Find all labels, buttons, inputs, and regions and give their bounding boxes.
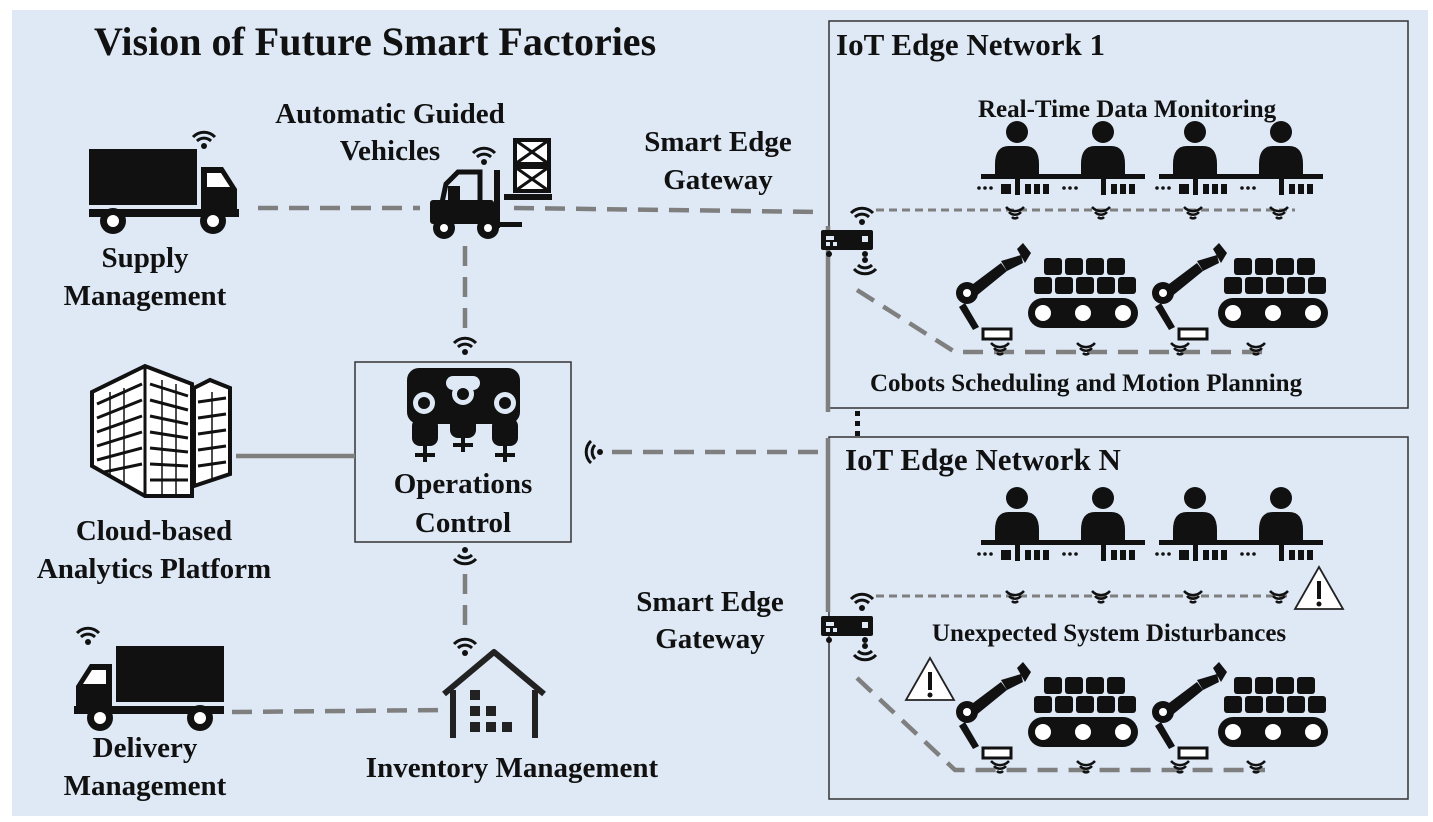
warning-icon bbox=[1294, 566, 1344, 610]
operations-label-line-2: Control bbox=[414, 507, 512, 539]
agv-label-line-2: Vehicles bbox=[339, 135, 441, 167]
edge-network-n-title: IoT Edge Network N bbox=[845, 442, 1121, 477]
delivery-truck-icon bbox=[74, 626, 224, 731]
gateway-top-label-line-1: Smart Edge bbox=[644, 126, 792, 158]
disturbance-label: Unexpected System Disturbances bbox=[932, 620, 1287, 647]
wifi-icon bbox=[452, 336, 478, 357]
cobot-cells-bottom bbox=[954, 660, 1328, 760]
cloud-label-line-2: Analytics Platform bbox=[36, 553, 272, 585]
dashed-connectors bbox=[231, 205, 1265, 773]
monitoring-stations-top bbox=[977, 121, 1323, 195]
delivery-label-line-2: Management bbox=[63, 770, 227, 802]
monitoring-label: Real-Time Data Monitoring bbox=[978, 96, 1277, 123]
wifi-icon bbox=[452, 637, 478, 658]
gateway-top-label-line-2: Gateway bbox=[663, 164, 773, 196]
monitoring-stations-bottom bbox=[977, 487, 1323, 561]
wifi-icon bbox=[452, 545, 478, 566]
supply-label-line-2: Management bbox=[63, 280, 227, 312]
warehouse-icon bbox=[442, 649, 546, 738]
supply-label-line-1: Supply bbox=[101, 242, 189, 274]
edge-network-1-title: IoT Edge Network 1 bbox=[836, 27, 1105, 62]
continuation-dots bbox=[855, 411, 860, 436]
forklift-icon bbox=[430, 138, 552, 239]
delivery-label-line-1: Delivery bbox=[92, 732, 198, 764]
operations-label-line-1: Operations bbox=[393, 468, 533, 500]
warning-icon bbox=[905, 657, 955, 701]
gateway-bottom-label-line-2: Gateway bbox=[655, 623, 765, 655]
gateway-bottom-label-line-1: Smart Edge bbox=[636, 586, 784, 618]
cloud-label-line-1: Cloud-based bbox=[75, 515, 233, 547]
operations-control-box bbox=[354, 361, 572, 543]
cobots-label: Cobots Scheduling and Motion Planning bbox=[870, 370, 1303, 397]
diagram-background bbox=[12, 10, 1428, 816]
cloud-server-icon bbox=[90, 363, 232, 498]
diagram-title: Vision of Future Smart Factories bbox=[94, 19, 657, 64]
supply-truck-icon bbox=[89, 130, 239, 234]
inventory-label: Inventory Management bbox=[365, 752, 659, 784]
agv-label-line-1: Automatic Guided bbox=[275, 98, 505, 130]
cobot-cells-top bbox=[954, 241, 1328, 341]
monitoring-links bbox=[876, 208, 1295, 598]
edge-network-1-box bbox=[828, 20, 1409, 409]
operations-control-icon bbox=[407, 368, 520, 462]
wifi-icon bbox=[584, 439, 605, 465]
